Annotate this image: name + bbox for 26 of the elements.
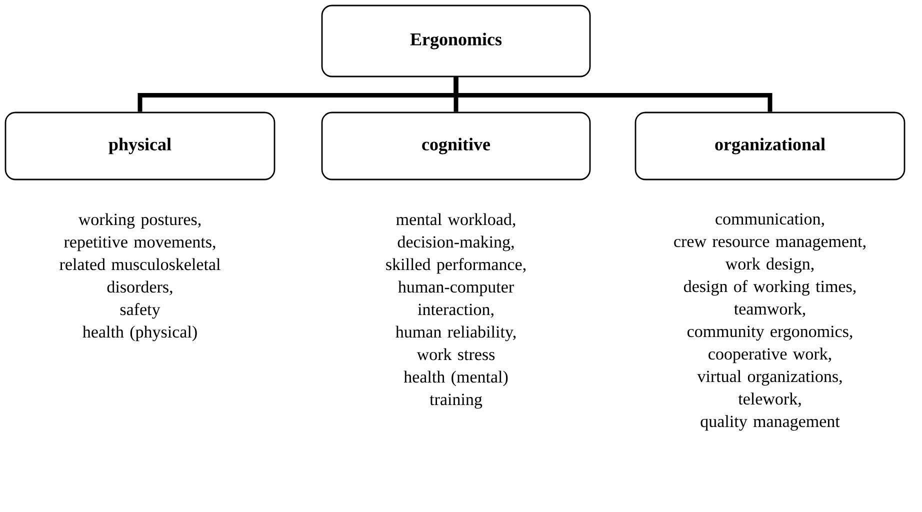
topic-text: quality management	[700, 415, 840, 431]
topic-text: safety	[120, 303, 160, 319]
topic-text: teamwork,	[734, 302, 806, 318]
topic-text: human reliability,	[396, 326, 516, 342]
topic-text: virtual organizations,	[697, 370, 842, 386]
topic-text: working postures,	[78, 213, 201, 229]
topic-text: health (mental)	[404, 370, 508, 386]
topic-text: design of working times,	[684, 280, 856, 296]
topic-text: mental workload,	[396, 213, 516, 228]
connector-line	[454, 77, 772, 112]
topic-text: cooperative work,	[708, 348, 832, 364]
topic-text: decision-making,	[398, 236, 514, 252]
topic-text: telework,	[738, 392, 801, 408]
topic-text: training	[430, 394, 482, 409]
topic-text: skilled performance,	[386, 258, 526, 274]
category-box: cognitive	[321, 112, 591, 180]
topic-text: work design,	[725, 258, 814, 274]
category-box: physical	[4, 112, 276, 180]
topic-text: repetitive movements,	[64, 236, 216, 252]
category-box: Ergonomics	[321, 4, 591, 78]
topic-text: health (physical)	[82, 326, 197, 342]
topic-text: community ergonomics,	[687, 326, 852, 341]
topic-text: work stress	[416, 348, 495, 360]
topic-text: communication,	[716, 213, 824, 228]
category-box: organizational	[634, 112, 906, 180]
topic-text: crew resource management,	[674, 237, 866, 251]
